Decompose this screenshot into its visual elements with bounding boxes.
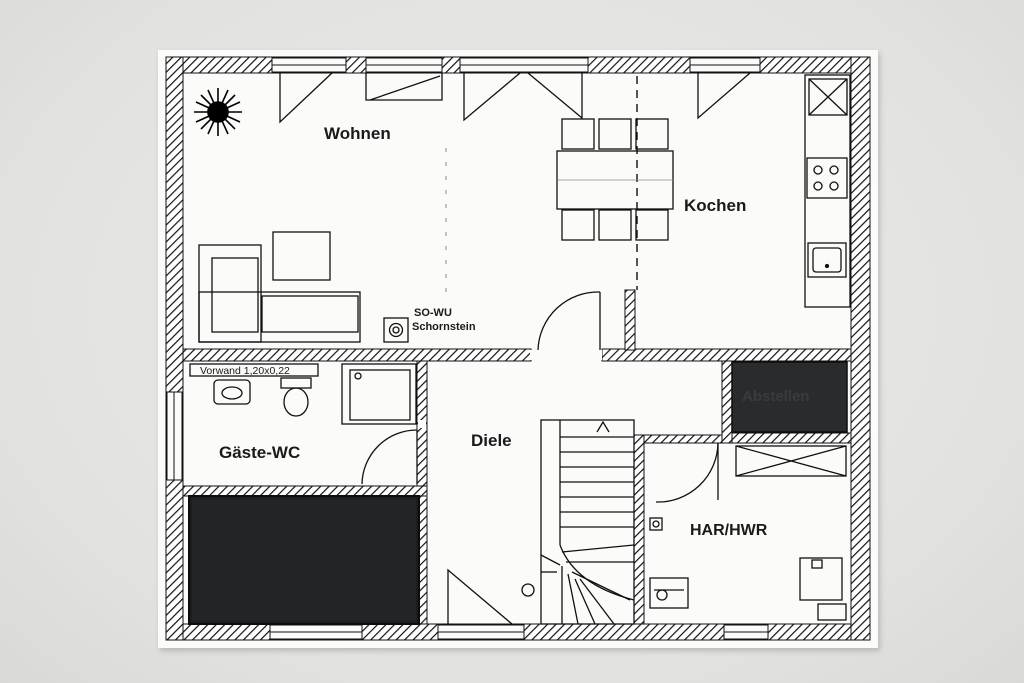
door-living	[537, 291, 601, 351]
chimney-label: Schornstein	[412, 321, 476, 333]
room-label-wohnen: Wohnen	[324, 124, 391, 143]
room-label-diele: Diele	[471, 431, 512, 450]
sink-icon	[807, 242, 847, 278]
washbasin-icon	[213, 379, 251, 405]
sofa	[198, 231, 361, 343]
har-fixtures	[649, 445, 847, 621]
room-label-kochen: Kochen	[684, 196, 746, 215]
room-label-har-hwr: HAR/HWR	[690, 522, 768, 539]
room-label-gaeste-wc: Gäste-WC	[219, 443, 300, 462]
bottom-windows	[269, 624, 769, 640]
dining-table	[556, 118, 674, 241]
room-label-abstellen: Abstellen	[742, 388, 810, 405]
heater-icon	[649, 577, 689, 609]
abstellen-box	[731, 361, 848, 433]
window-sashes	[279, 72, 751, 625]
washer-icon	[799, 557, 843, 601]
chimney-code-label: SO-WU	[414, 307, 452, 319]
vorwand-label: Vorwand 1,20x0,22	[200, 365, 290, 377]
door-har	[655, 442, 719, 503]
shower-icon	[341, 363, 417, 425]
chimney-icon	[383, 317, 409, 343]
staircase	[521, 419, 635, 625]
wc-fixtures	[189, 363, 418, 485]
plant-icon	[194, 88, 242, 136]
kitchen-counter	[804, 74, 851, 308]
top-windows	[271, 57, 761, 73]
stove-icon	[806, 157, 848, 199]
shelf-icon	[735, 445, 847, 477]
